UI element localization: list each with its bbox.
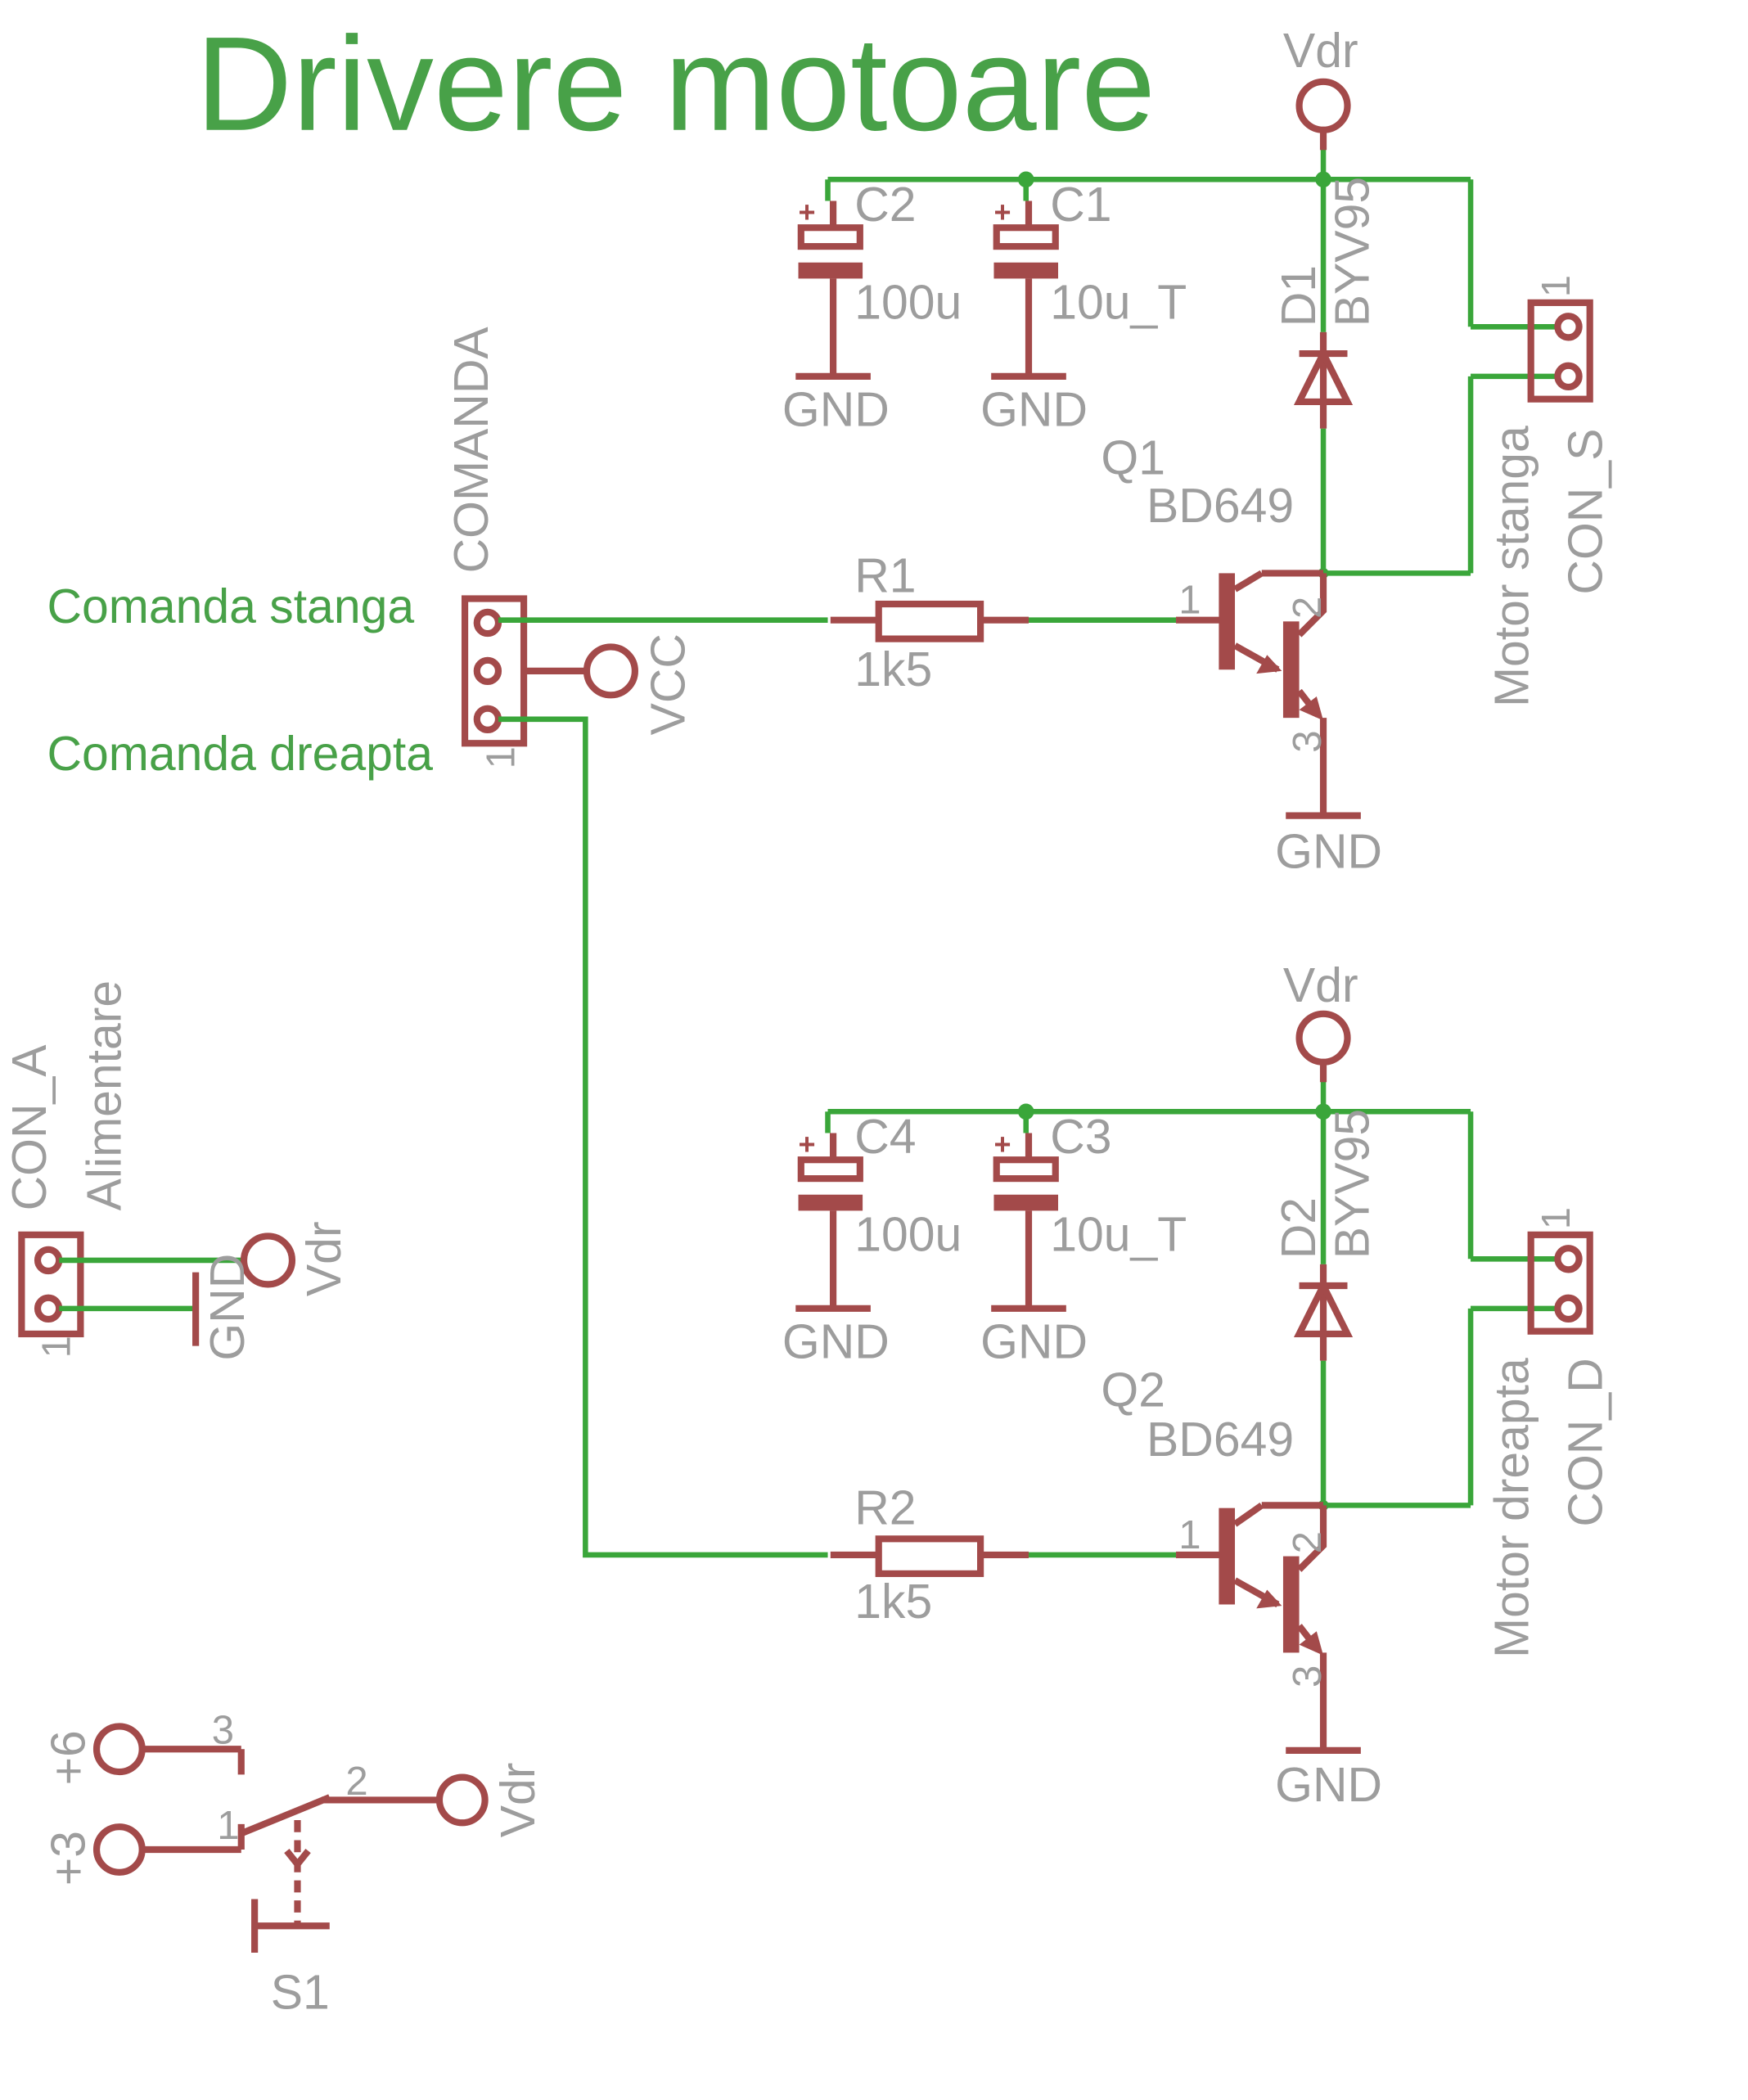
diode-d1: [1293, 331, 1354, 429]
svg-text:+: +: [993, 1128, 1011, 1161]
gnd-label-q2: GND: [1275, 1759, 1382, 1812]
label-comanda-stanga: Comanda stanga: [47, 580, 414, 633]
vcc-label: VCC: [642, 633, 695, 735]
con-d-name: CON_D: [1559, 1358, 1612, 1526]
comanda-name: COMANDA: [445, 327, 498, 574]
q1-pin2: 2: [1286, 597, 1330, 619]
vdr-symbol-s1: [435, 1773, 489, 1827]
wires-lower: [498, 716, 1557, 1558]
svg-text:+: +: [993, 196, 1011, 229]
transistor-q1: [1176, 570, 1361, 819]
d1-value: BYV95: [1327, 177, 1380, 327]
plus3-terminal: [92, 1823, 146, 1876]
r2-name: R2: [854, 1481, 916, 1534]
capacitor-c3: +: [991, 1128, 1066, 1312]
diode-d2: [1293, 1264, 1354, 1361]
con-s-pin1: 1: [1534, 275, 1579, 297]
c3-name: C3: [1050, 1111, 1111, 1164]
s1-pin2: 2: [345, 1760, 367, 1804]
q1-name: Q1: [1101, 431, 1165, 484]
q1-pin3: 3: [1286, 730, 1330, 752]
schematic-title: Drivere motoare: [196, 9, 1156, 159]
con-a-value: Alimentare: [78, 980, 131, 1211]
s1-pin3: 3: [212, 1709, 234, 1753]
con-s-connector: [1527, 299, 1593, 403]
con-a-pin1: 1: [34, 1336, 79, 1358]
s1-plus3-label: +3: [42, 1831, 95, 1886]
d2-name: D2: [1273, 1197, 1326, 1259]
r2-value: 1k5: [854, 1575, 932, 1629]
c2-name: C2: [854, 178, 916, 232]
vdr-symbol-top: [1295, 78, 1351, 133]
vdr-symbol-con-a: [240, 1233, 296, 1288]
svg-text:+: +: [799, 1128, 816, 1161]
c1-name: C1: [1050, 178, 1111, 232]
con-s-name: CON_S: [1559, 429, 1612, 595]
c4-name: C4: [854, 1111, 916, 1164]
q2-pin1: 1: [1178, 1513, 1201, 1557]
vdr-label-con-a: Vdr: [298, 1221, 351, 1296]
capacitor-c4: +: [795, 1128, 871, 1312]
con-s-value: Motor stanga: [1485, 426, 1539, 707]
resistor-r1: [830, 600, 1029, 642]
con-a-connector: [18, 1231, 296, 1346]
vdr-label-bottom: Vdr: [1283, 959, 1358, 1012]
transistor-q2: [1176, 1502, 1361, 1754]
plus6-terminal: [92, 1723, 146, 1776]
r1-name: R1: [854, 549, 916, 602]
q2-value: BD649: [1147, 1413, 1294, 1467]
q1-value: BD649: [1147, 480, 1294, 533]
d1-name: D1: [1273, 265, 1326, 327]
con-a-name: CON_A: [3, 1044, 56, 1211]
svg-text:+: +: [799, 196, 816, 229]
resistor-r2: [830, 1535, 1029, 1577]
gnd-label-con-a: GND: [201, 1254, 255, 1361]
wires-upper: [498, 133, 1557, 623]
q2-pin3: 3: [1286, 1665, 1330, 1688]
comanda-pin1: 1: [480, 746, 524, 768]
switch-s1: [92, 1723, 489, 1953]
r1-value: 1k5: [854, 643, 932, 696]
gnd-label-c1: GND: [980, 383, 1088, 436]
gnd-label-c3: GND: [980, 1315, 1088, 1368]
vdr-label-top: Vdr: [1283, 25, 1358, 78]
q1-pin1: 1: [1178, 579, 1201, 623]
con-d-pin1: 1: [1534, 1207, 1579, 1229]
vdr-label-s1: Vdr: [492, 1763, 545, 1838]
d2-value: BYV95: [1327, 1109, 1380, 1259]
gnd-label-c4: GND: [782, 1315, 890, 1368]
c2-value: 100u: [854, 276, 962, 329]
c1-value: 10u_T: [1050, 276, 1187, 329]
q2-pin2: 2: [1286, 1531, 1330, 1553]
c4-value: 100u: [854, 1208, 962, 1261]
gnd-label-q1: GND: [1275, 825, 1382, 878]
con-d-connector: [1527, 1231, 1593, 1335]
gnd-label-c2: GND: [782, 383, 890, 436]
capacitor-c1: +: [991, 196, 1066, 380]
vdr-symbol-bottom: [1295, 1010, 1351, 1066]
s1-pin1: 1: [217, 1804, 239, 1848]
c3-value: 10u_T: [1050, 1208, 1187, 1261]
s1-plus6-label: +6: [42, 1730, 95, 1785]
con-d-value: Motor dreapta: [1485, 1358, 1539, 1658]
s1-name: S1: [271, 1967, 330, 2020]
label-comanda-dreapta: Comanda dreapta: [47, 728, 433, 781]
vcc-symbol: [583, 643, 638, 699]
capacitor-c2: +: [795, 196, 871, 380]
q2-name: Q2: [1101, 1363, 1165, 1417]
